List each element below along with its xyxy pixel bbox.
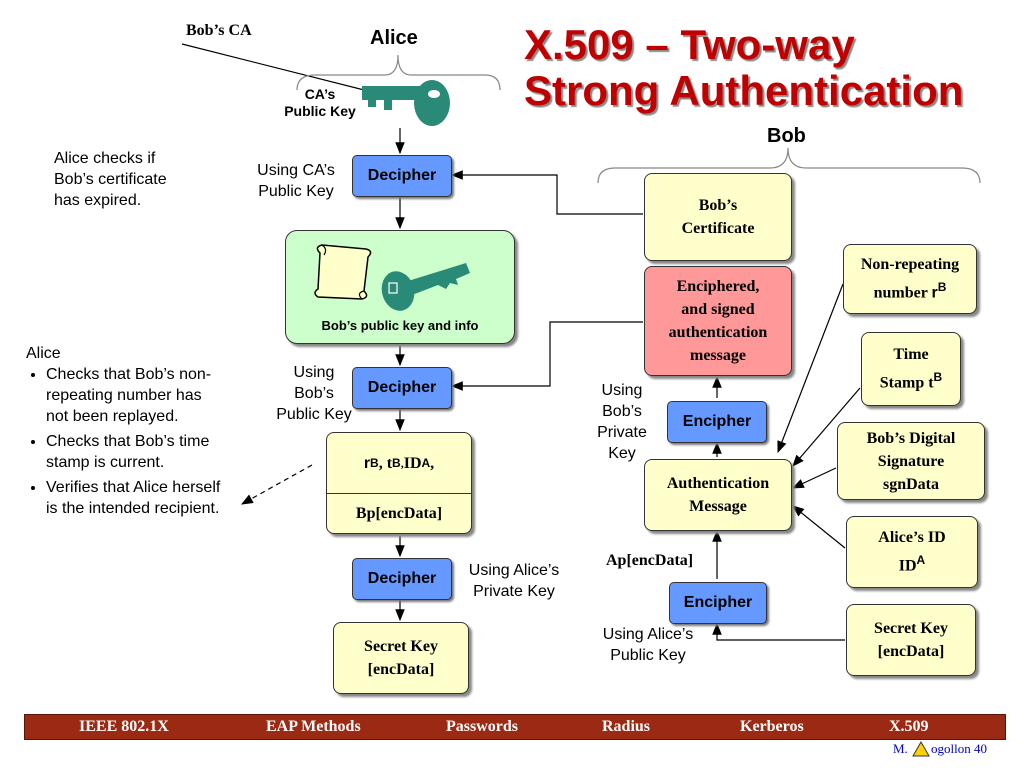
alice-secret-key-box: Secret Key [encData]: [333, 622, 469, 694]
cas-public-key-label: CA’s Public Key: [284, 86, 356, 119]
bobs-ca-label: Bob’s CA: [186, 22, 252, 39]
pubkey-box-caption: Bob’s public key and info: [321, 318, 479, 333]
footer-link-radius[interactable]: Radius: [602, 718, 651, 735]
enciphered-message-box: Enciphered, and signed authentication me…: [644, 266, 792, 376]
alice-brace: [296, 54, 501, 91]
decipher-bob-public-button[interactable]: Decipher: [352, 367, 452, 409]
alice-expiry-note: Alice checks if Bob’s certificate has ex…: [54, 150, 167, 209]
warning-triangle-icon: [912, 740, 930, 757]
check-item-timestamp: Checks that Bob’s time stamp is current.: [46, 431, 226, 473]
title-line-1: X.509 – Two-way: [524, 21, 855, 68]
footer-link-eap[interactable]: EAP Methods: [266, 718, 361, 735]
using-bobs-private-key-label: Using Bob’s Private Key: [597, 382, 647, 462]
bp-encdata: Bp[encData]: [355, 504, 443, 522]
alice-id-box: Alice’s ID IDA: [846, 516, 978, 588]
ap-encdata-label: Ap[encData]: [606, 552, 694, 569]
decipher-ca-button[interactable]: Decipher: [352, 155, 452, 197]
footer-nav-bar: IEEE 802.1X EAP Methods Passwords Radius…: [24, 714, 1006, 740]
check-item-replay: Checks that Bob’s non-repeating number h…: [46, 364, 226, 427]
bob-key-icon: [381, 263, 470, 311]
ca-pointer-line: [181, 43, 378, 96]
using-bobs-public-key-label: Using Bob’s Public Key: [276, 364, 352, 423]
footer-credit: ogollon 40: [931, 741, 987, 756]
footer-credit-prefix: M.: [893, 741, 908, 756]
alice-header: Alice: [370, 27, 418, 49]
check-item-recipient: Verifies that Alice herself is the inten…: [46, 477, 226, 519]
alice-checks-heading: Alice: [26, 345, 61, 362]
bob-secret-key-box: Secret Key [encData]: [846, 604, 976, 676]
decipher-alice-private-button[interactable]: Decipher: [352, 558, 452, 600]
bob-brace: [597, 147, 981, 184]
scroll-icon: [314, 244, 372, 300]
bobs-public-key-info-box: Bob’s public key and info: [285, 230, 515, 344]
slide-title: X.509 – Two-way Strong Authentication: [524, 22, 1024, 114]
using-ca-public-key-label: Using CA’s Public Key: [257, 162, 335, 200]
ca-key-icon: [362, 80, 450, 126]
using-alices-public-key-label: Using Alice’s Public Key: [602, 626, 694, 664]
encipher-alice-public-button[interactable]: Encipher: [669, 582, 767, 624]
using-alices-private-key-label: Using Alice’s Private Key: [468, 562, 560, 600]
footer-link-x509[interactable]: X.509: [889, 718, 929, 735]
encipher-bob-private-button[interactable]: Encipher: [667, 401, 767, 443]
digital-signature-box: Bob’s Digital Signature sgnData: [837, 422, 985, 500]
timestamp-box: Time Stamp tB: [861, 332, 961, 406]
nonce-box: Non-repeating number rB: [843, 244, 977, 314]
authentication-message-box: Authentication Message: [644, 459, 792, 531]
footer-link-kerberos[interactable]: Kerberos: [740, 718, 804, 735]
title-line-2: Strong Authentication: [524, 67, 964, 114]
footer-link-ieee[interactable]: IEEE 802.1X: [79, 718, 169, 735]
bob-header: Bob: [767, 125, 806, 147]
footer-link-passwords[interactable]: Passwords: [446, 718, 519, 735]
bobs-certificate-box: Bob’s Certificate: [644, 173, 792, 261]
alice-checks-list: Alice Checks that Bob’s non-repeating nu…: [26, 343, 226, 523]
